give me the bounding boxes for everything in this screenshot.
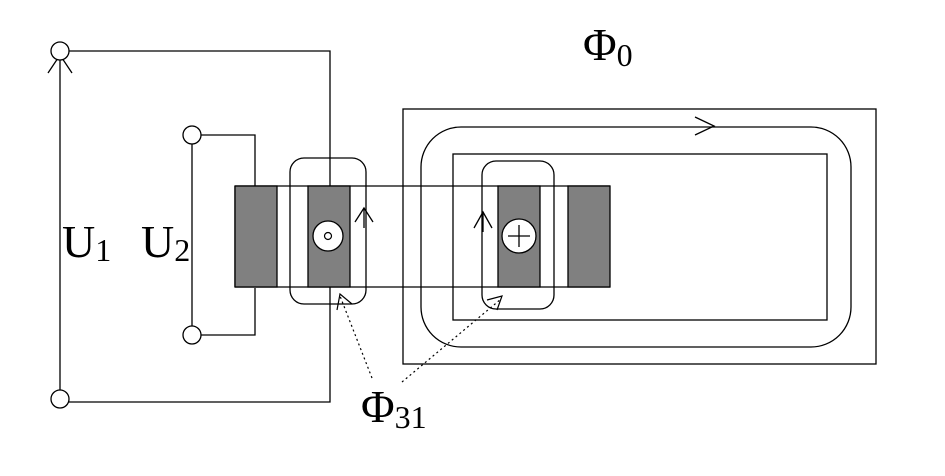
label-phi31: Φ31 — [361, 381, 427, 435]
terminal-u2-top[interactable] — [182, 125, 202, 145]
flux-path-left — [289, 157, 367, 305]
core-frame-outer — [402, 108, 877, 365]
winding-left-outer — [234, 185, 278, 288]
terminal-u1-top[interactable] — [50, 41, 70, 61]
core-frame-inner — [452, 153, 828, 321]
label-u2: U2 — [141, 216, 190, 268]
flux-main-arrow-icon — [694, 116, 716, 136]
flux-path-right — [481, 160, 555, 310]
circuit-u2 — [191, 134, 256, 336]
phi31-pointer-left — [336, 292, 373, 379]
label-u1: U1 — [62, 216, 111, 268]
flux-path-main — [420, 126, 852, 348]
phi31-pointer-right — [401, 295, 503, 383]
label-phi0: Φ0 — [583, 19, 633, 73]
winding-right-outer — [567, 185, 611, 288]
terminal-u2-bottom[interactable] — [182, 325, 202, 345]
terminal-u1-bottom[interactable] — [50, 389, 70, 409]
